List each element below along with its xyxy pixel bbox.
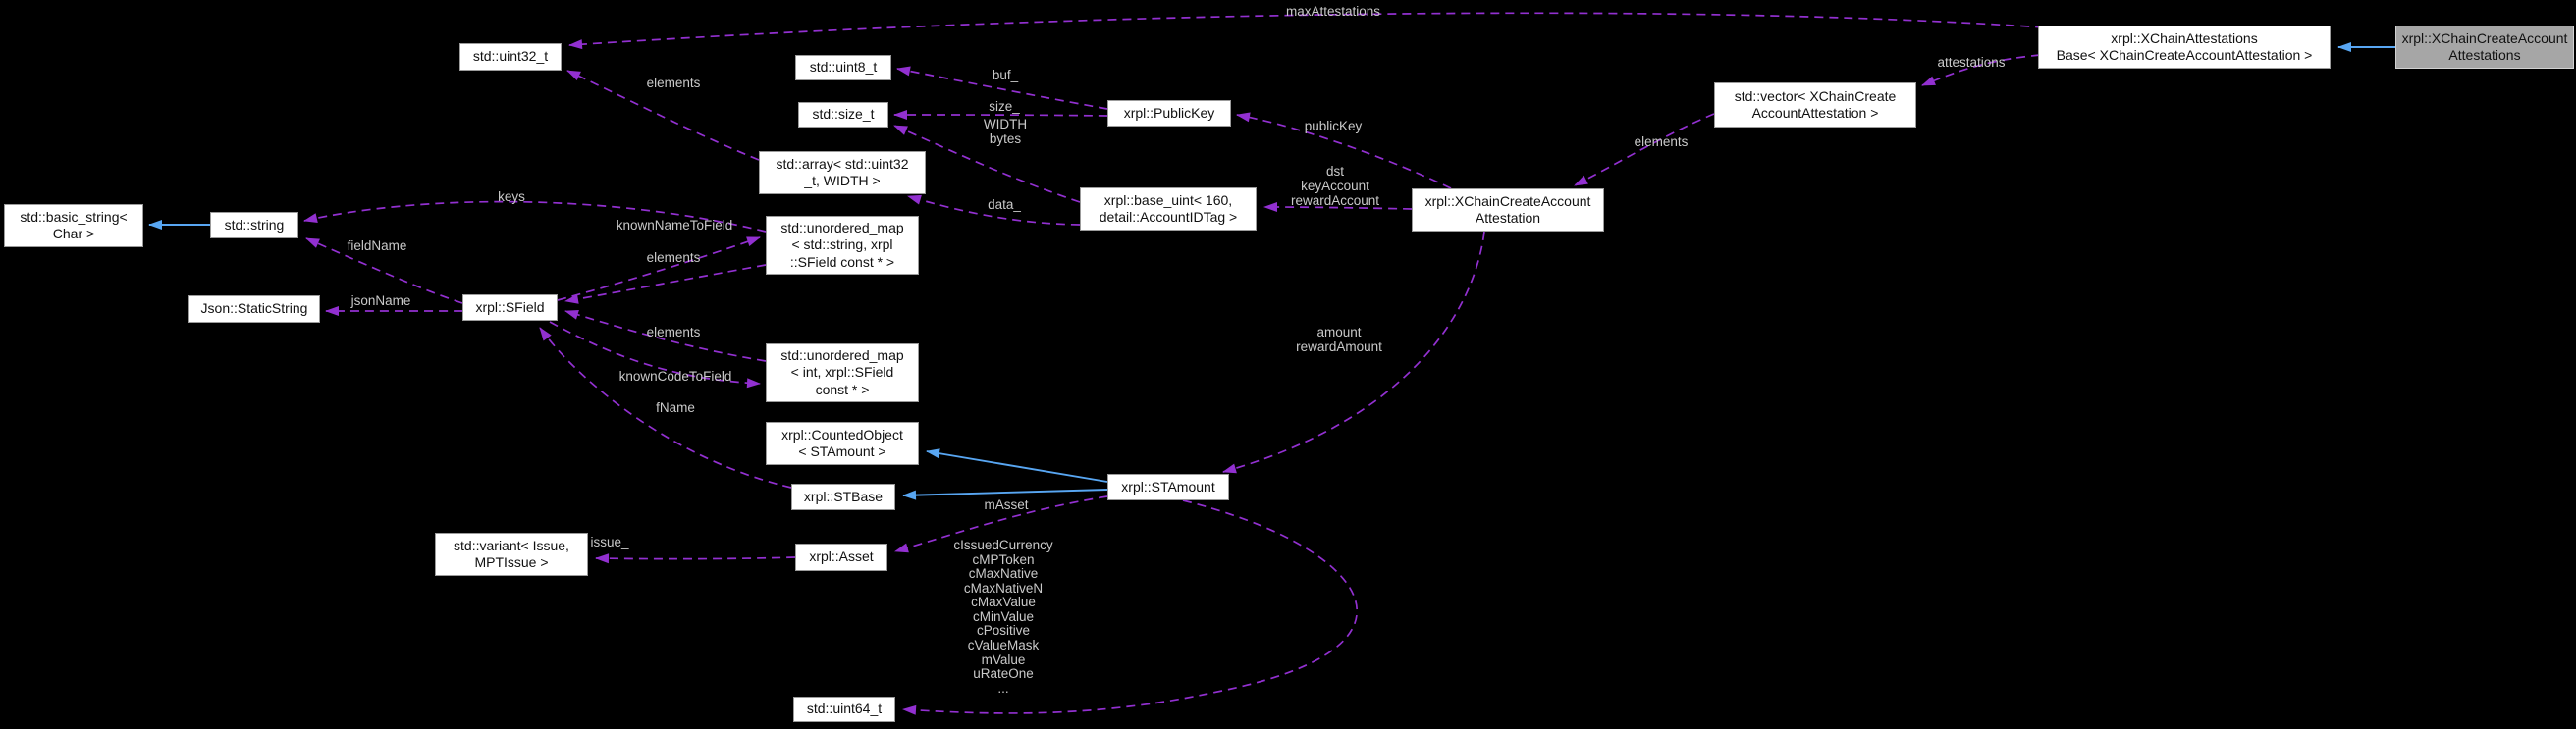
node-std-uint8-t[interactable]: std::uint8_t: [795, 55, 891, 80]
edge-label-data: data_: [988, 197, 1021, 212]
edge-elements-map-string: [564, 264, 767, 304]
edge-label-fieldname: fieldName: [347, 238, 407, 253]
edge-label-elements-vector: elements: [1634, 134, 1689, 149]
node-xrpl-stbase[interactable]: xrpl::STBase: [791, 484, 895, 510]
edge-stamount-inherits-countedobject: [926, 448, 1108, 483]
node-unordered-map-int-sfield[interactable]: std::unordered_map < int, xrpl::SField c…: [766, 343, 919, 402]
node-xrpl-countedobject[interactable]: xrpl::CountedObject < STAmount >: [766, 422, 919, 465]
edge-known-name-to-field: [557, 236, 761, 301]
node-std-uint32-t[interactable]: std::uint32_t: [459, 43, 562, 71]
node-xrpl-publickey[interactable]: xrpl::PublicKey: [1107, 100, 1231, 127]
edge-label-issue: issue_: [590, 535, 629, 549]
edge-issue: [595, 553, 796, 564]
edge-label-account-fields: dst keyAccount rewardAccount: [1290, 164, 1380, 209]
edge-keys: [303, 200, 767, 233]
node-std-string[interactable]: std::string: [210, 212, 298, 238]
edge-data: [907, 194, 1081, 226]
edge-label-stamount-members: cIssuedCurrency cMPToken cMaxNative cMax…: [953, 538, 1053, 696]
edge-label-elements-array: elements: [646, 76, 701, 90]
node-std-uint64-t[interactable]: std::uint64_t: [793, 697, 895, 722]
node-xchain-create-account-attestations: xrpl::XChainCreateAccount Attestations: [2395, 26, 2574, 69]
node-std-basic-string[interactable]: std::basic_string< Char >: [4, 204, 143, 247]
edge-stamount-members: [902, 499, 1358, 715]
edge-known-code-to-field: [549, 321, 761, 389]
edge-fname: [539, 327, 792, 489]
edge-label-size: size_: [989, 99, 1020, 114]
edge-elements-vector: [1574, 113, 1715, 186]
edge-label-max-attestations: maxAttestations: [1285, 4, 1381, 19]
node-json-staticstring[interactable]: Json::StaticString: [188, 295, 320, 323]
node-std-vector[interactable]: std::vector< XChainCreate AccountAttesta…: [1714, 82, 1916, 128]
edge-label-amount-fields: amount rewardAmount: [1296, 325, 1382, 355]
edge-label-attestations: attestations: [1937, 55, 2006, 70]
edge-label-buf: buf_: [992, 68, 1019, 82]
node-xrpl-stamount[interactable]: xrpl::STAmount: [1107, 474, 1229, 500]
node-std-size-t[interactable]: std::size_t: [798, 102, 888, 128]
edge-fieldname: [305, 237, 463, 304]
edge-masset: [894, 495, 1108, 553]
edge-label-elements-map-string: elements: [646, 250, 701, 265]
node-unordered-map-string-sfield[interactable]: std::unordered_map < std::string, xrpl :…: [766, 216, 919, 275]
edge-label-publickey: publicKey: [1304, 119, 1363, 133]
node-xrpl-base-uint[interactable]: xrpl::base_uint< 160, detail::AccountIDT…: [1080, 187, 1257, 231]
edge-label-width-bytes: WIDTH bytes: [983, 117, 1028, 147]
edge-width-bytes: [893, 125, 1081, 203]
edge-attestations: [1921, 54, 2041, 86]
edge-publickey: [1236, 112, 1452, 189]
edge-max-attestations: [568, 12, 2045, 50]
node-xrpl-asset[interactable]: xrpl::Asset: [795, 544, 887, 571]
edge-label-keys: keys: [498, 189, 525, 204]
node-xrpl-sfield[interactable]: xrpl::SField: [462, 294, 558, 321]
edge-label-elements-map-int: elements: [646, 325, 701, 339]
edge-label-masset: mAsset: [984, 497, 1029, 512]
edge-label-known-name-to-field: knownNameToField: [616, 218, 733, 233]
edge-label-known-code-to-field: knownCodeToField: [618, 369, 732, 384]
node-std-variant[interactable]: std::variant< Issue, MPTIssue >: [435, 533, 588, 576]
edge-elements-map-int: [564, 310, 767, 362]
edge-label-jsonname: jsonName: [350, 293, 411, 308]
edge-stamount-inherits-stbase: [902, 489, 1108, 500]
edge-label-fname: fName: [656, 400, 695, 415]
edge-account-fields: [1263, 202, 1413, 213]
node-xchain-attestations-base[interactable]: xrpl::XChainAttestations Base< XChainCre…: [2038, 26, 2331, 69]
node-std-array[interactable]: std::array< std::uint32 _t, WIDTH >: [759, 151, 926, 194]
node-xchain-create-account-attestation[interactable]: xrpl::XChainCreateAccount Attestation: [1412, 188, 1604, 232]
edge-size: [893, 110, 1108, 121]
